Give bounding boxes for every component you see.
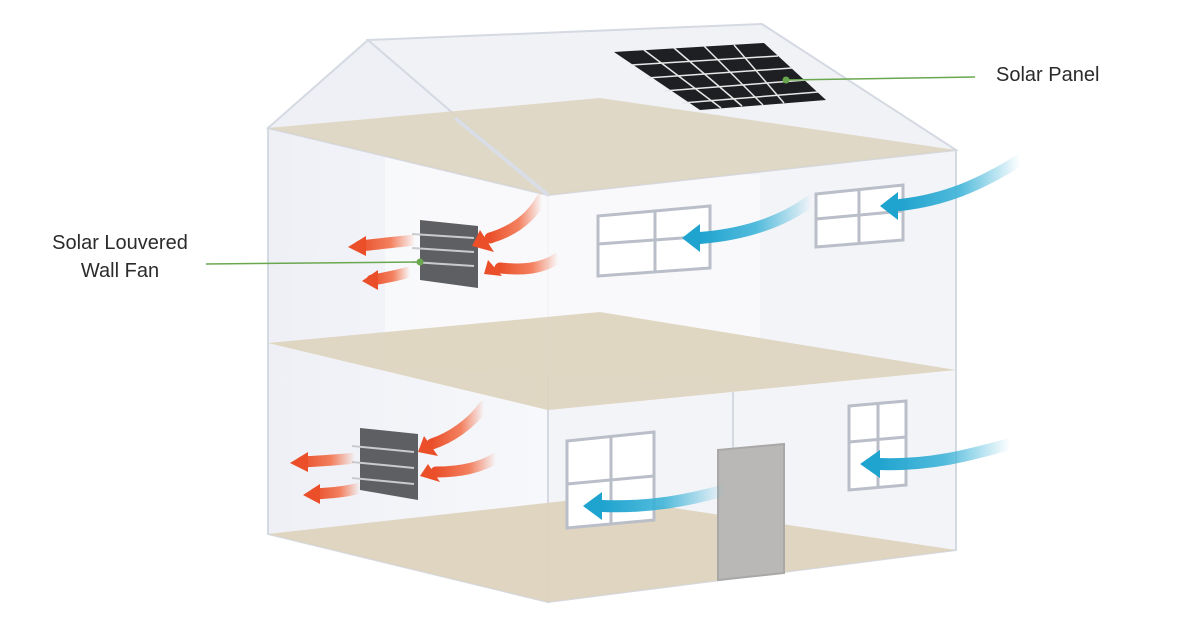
warm-air-arrow-icon <box>348 236 366 256</box>
window-lower-right <box>847 399 908 492</box>
cool-air-arrow-icon <box>596 484 731 513</box>
ground-floor <box>268 497 956 602</box>
warm-air-arrow-icon <box>362 270 378 290</box>
warm-air-arrows <box>290 192 564 504</box>
cool-air-arrow-icon <box>583 492 602 520</box>
warm-air-arrow-icon <box>296 452 361 468</box>
warm-air-arrow-icon <box>309 482 366 500</box>
cool-air-arrow-icon <box>880 192 898 220</box>
attic-floor <box>268 98 956 195</box>
cool-air-arrow-icon <box>694 194 818 244</box>
front-door <box>717 442 785 582</box>
wall-fan-label-line2: Wall Fan <box>81 260 159 282</box>
warm-air-arrow-icon <box>290 452 308 472</box>
window-upper-right <box>814 183 905 249</box>
solar-panel-label: Solar Panel <box>996 64 1099 86</box>
louvered-fan-icon <box>411 220 478 288</box>
warm-air-arrow-icon <box>418 436 438 456</box>
callout-wall-fan: Solar Louvered Wall Fan <box>52 232 424 282</box>
second-floor-slab <box>268 312 956 410</box>
roof-ridge-line <box>453 116 550 197</box>
warm-air-arrow-icon <box>494 252 564 275</box>
cool-air-arrow-icon <box>872 438 1016 471</box>
warm-air-arrow-icon <box>430 452 502 478</box>
warm-air-arrow-icon <box>484 260 502 276</box>
window-lower-center <box>565 430 656 530</box>
warm-air-arrow-icon <box>484 192 548 244</box>
solar-panel-icon <box>614 43 826 110</box>
wall-fan-label-line1: Solar Louvered <box>52 232 188 254</box>
cool-air-arrow-icon <box>860 450 880 478</box>
warm-air-arrow-icon <box>303 484 320 504</box>
callout-solar-panel: Solar Panel <box>782 64 1099 86</box>
cool-air-arrow-icon <box>682 224 700 252</box>
louvered-fan-icon <box>351 428 418 500</box>
cool-air-arrow-icon <box>894 154 1026 211</box>
warm-air-arrow-icon <box>420 464 440 482</box>
warm-air-arrow-icon <box>354 234 421 252</box>
warm-air-arrow-icon <box>426 400 490 450</box>
warm-air-arrow-icon <box>472 230 494 252</box>
cool-air-arrows <box>583 154 1026 520</box>
